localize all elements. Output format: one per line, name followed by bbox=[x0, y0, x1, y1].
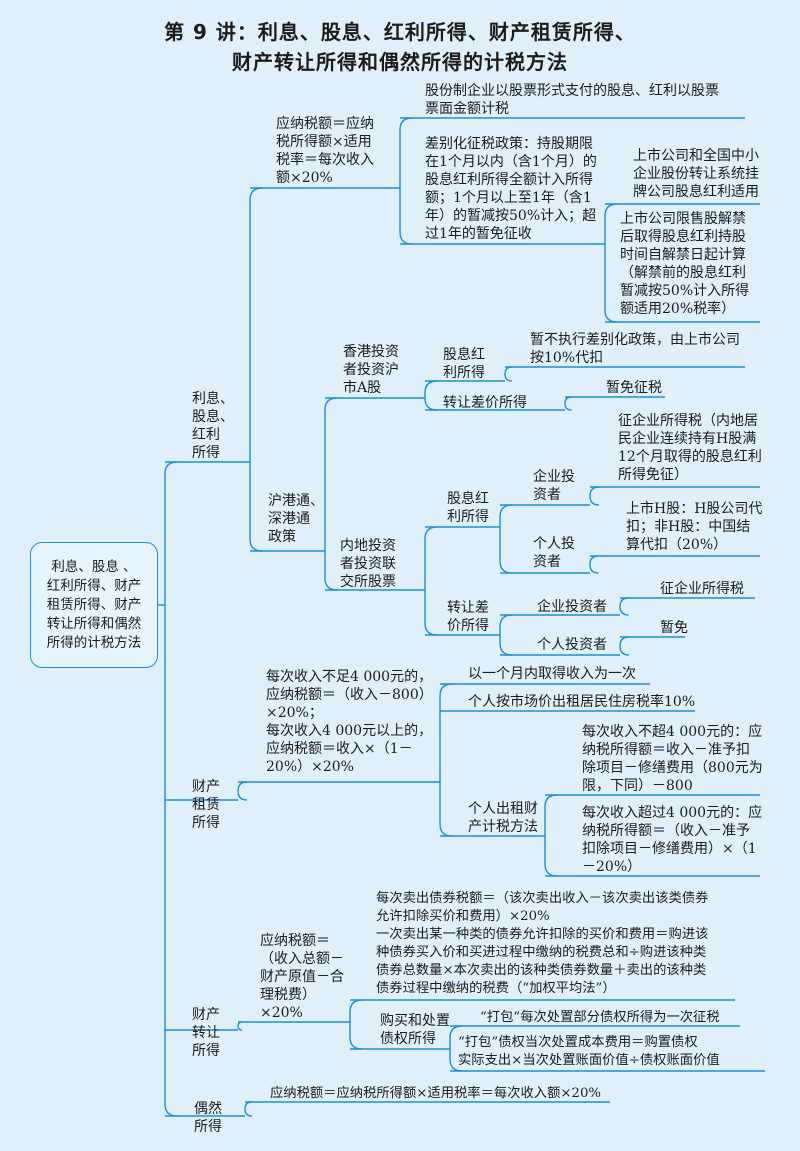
node-debt-disposal: 购买和处置 债权所得 bbox=[380, 1013, 450, 1047]
node-package-once: “打包”每次处置部分债权所得为一次征税 bbox=[480, 1010, 720, 1025]
branch-connector bbox=[244, 1101, 253, 1117]
node-lease-method: 个人出租财 产计税方法 bbox=[468, 801, 538, 835]
node-hk-dividend-rule: 暂不执行差别化政策，由上市公司 按10%代扣 bbox=[530, 332, 740, 366]
node-lease: 财产 租赁 所得 bbox=[192, 779, 220, 831]
node-ml-div-indiv-rule: 上市H股：H股公司代 扣；非H股：中国结 算代扣（20%） bbox=[626, 501, 763, 553]
branch-connector bbox=[619, 636, 630, 656]
node-lease-over-4000: 每次收入超过4 000元的：应 纳税所得额＝（收入－准予 扣除项目－修缮费用）×… bbox=[582, 805, 763, 875]
branch-connector bbox=[504, 366, 513, 382]
node-stock-connect: 沪港通、 深港通 政策 bbox=[268, 493, 324, 545]
node-ml-tr-corp: 企业投资者 bbox=[537, 599, 607, 615]
node-bond-sale: 每次卖出债券税额＝（该次卖出收入－该次卖出该类债券 允许扣除买价和费用）×20%… bbox=[376, 891, 709, 996]
branch-connector bbox=[589, 555, 599, 574]
branch-connector bbox=[619, 597, 629, 616]
branch-connector bbox=[544, 794, 558, 877]
node-ml-div-indiv: 个人投 资者 bbox=[533, 536, 575, 570]
node-ml-transfer: 转让差 价所得 bbox=[447, 600, 489, 634]
node-differential-policy: 差别化征税政策：持股期限 在1个月以内（含1个月）的 股息红利所得全额计入所得 … bbox=[425, 136, 597, 242]
node-ml-tr-corp-rule: 征企业所得税 bbox=[660, 581, 744, 597]
branch-connector bbox=[604, 203, 618, 323]
node-ml-dividend: 股息红 利所得 bbox=[447, 491, 489, 525]
node-incidental-formula: 应纳税额＝应纳税所得额×适用税率＝每次收入额×20% bbox=[270, 1086, 602, 1101]
node-hk-dividend: 股息红 利所得 bbox=[443, 347, 485, 381]
node-lease-monthly: 以一个月内取得收入为一次 bbox=[468, 666, 636, 682]
title-line-1: 第 9 讲：利息、股息、红利所得、财产租赁所得、 bbox=[164, 20, 636, 44]
root-node: 利息、股息 、 红利所得、财产 租赁所得、财产 转让所得和偶然 所得的计税方法 bbox=[30, 542, 158, 668]
branch-connector bbox=[564, 396, 572, 411]
branch-connector bbox=[499, 504, 513, 574]
node-restricted-shares: 上市公司限售股解禁 后取得股息红利持股 时间自解禁日起计算 （解禁前的股息红利 … bbox=[620, 211, 750, 317]
node-hk-transfer-rule: 暂免征税 bbox=[606, 380, 662, 396]
branch-connector bbox=[424, 526, 438, 636]
branch-connector bbox=[237, 781, 248, 801]
branch-connector bbox=[424, 380, 438, 411]
node-interest-dividend: 利息、 股息、 红利 所得 bbox=[192, 391, 234, 461]
node-ml-div-corp-rule: 征企业所得税（内地居 民企业连续持有H股满 12个月取得的股息红利 所得免征） bbox=[618, 413, 762, 483]
node-lease-formula: 每次收入不足4 000元的， 应纳税额＝（收入－800） ×20%； 每次收入4… bbox=[266, 669, 433, 775]
branch-connector bbox=[349, 999, 363, 1050]
node-ml-tr-indiv: 个人投资者 bbox=[537, 637, 607, 653]
node-hk-transfer: 转让差价所得 bbox=[443, 395, 527, 411]
branch-connector bbox=[439, 683, 453, 837]
branch-connector bbox=[237, 1021, 243, 1031]
branch-connector bbox=[164, 461, 178, 1117]
branch-connector bbox=[324, 397, 338, 591]
node-stock-dividend: 股份制企业以股票形式支付的股息、红利以股票 票面金额计税 bbox=[425, 83, 719, 117]
branch-connector bbox=[449, 1025, 463, 1072]
node-package-cost: “打包”债权当次处置成本费用＝购置债权 实际支出×当次处置账面价值÷债权账面价值 bbox=[458, 1035, 720, 1068]
node-lease-under-4000: 每次收入不超4 000元的：应 纳税所得额＝收入－准予扣 除项目－修缮费用（80… bbox=[582, 724, 763, 794]
branch-connector bbox=[249, 187, 263, 552]
node-listed-neeq: 上市公司和全国中小 企业股份转让系统挂 牌公司股息红利适用 bbox=[633, 148, 759, 200]
node-incidental: 偶然 所得 bbox=[194, 1101, 222, 1135]
node-lease-housing: 个人按市场价出租居民住房税率10% bbox=[468, 694, 696, 710]
node-ml-div-corp: 企业投 资者 bbox=[533, 469, 575, 503]
node-interest-formula: 应纳税额＝应纳 税所得额×适用 税率＝每次收入 额×20% bbox=[276, 116, 374, 186]
branch-connector bbox=[499, 614, 513, 656]
node-transfer: 财产 转让 所得 bbox=[192, 1007, 220, 1059]
branch-connector bbox=[399, 117, 413, 245]
node-hk-investor: 香港投资 者投资沪 市A股 bbox=[343, 344, 399, 396]
node-ml-tr-indiv-rule: 暂免 bbox=[660, 620, 688, 636]
branch-connector bbox=[589, 486, 600, 506]
node-mainland-investor: 内地投资 者投资联 交所股票 bbox=[340, 538, 396, 590]
title-line-2: 财产转让所得和偶然所得的计税方法 bbox=[232, 50, 568, 74]
node-transfer-formula: 应纳税额＝ （收入总额－ 财产原值－合 理税费） ×20% bbox=[260, 933, 344, 1021]
